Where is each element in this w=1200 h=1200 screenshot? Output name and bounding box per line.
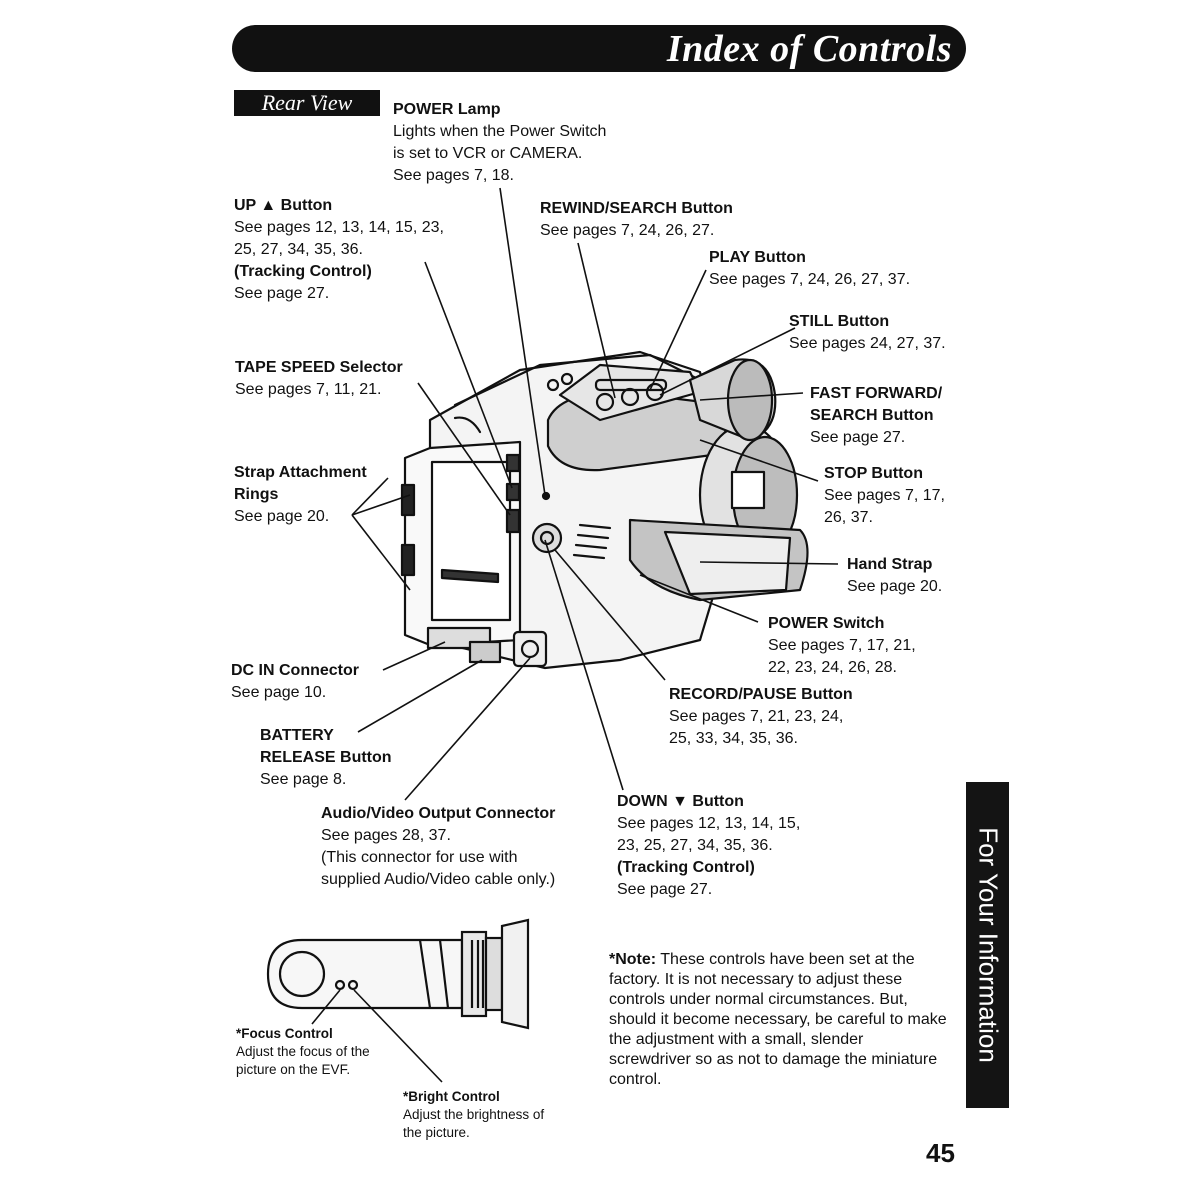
callout-down-button: DOWN ▼ Button See pages 12, 13, 14, 15, … — [617, 793, 801, 898]
callout-bright-control: *Bright Control Adjust the brightness of… — [403, 1089, 545, 1140]
page-number: 45 — [926, 1138, 955, 1168]
note-text: These controls have been set at the fact… — [609, 951, 947, 1088]
note-label: *Note: — [609, 951, 657, 968]
callout-stop-button: STOP Button See pages 7, 17, 26, 37. — [824, 465, 945, 526]
callout-up-button: UP ▲ Button See pages 12, 13, 14, 15, 23… — [234, 197, 444, 302]
side-tab-label: For Your Information — [973, 827, 1004, 1063]
callout-power-lamp: POWER Lamp Lights when the Power Switch … — [393, 101, 607, 184]
callout-av-output: Audio/Video Output Connector See pages 2… — [321, 805, 556, 888]
viewfinder-illustration — [266, 918, 530, 1030]
note-paragraph: *Note: These controls have been set at t… — [609, 950, 949, 1090]
callout-play-button: PLAY Button See pages 7, 24, 26, 27, 37. — [709, 249, 911, 288]
callout-fast-forward: FAST FORWARD/ SEARCH Button See page 27. — [810, 385, 943, 446]
callout-hand-strap: Hand Strap See page 20. — [847, 556, 943, 595]
callout-tape-speed: TAPE SPEED Selector See pages 7, 11, 21. — [235, 359, 403, 398]
section-label-rear-view: Rear View — [234, 90, 380, 116]
callout-dc-in: DC IN Connector See page 10. — [231, 662, 359, 701]
side-tab — [966, 782, 1009, 1108]
page-title: Index of Controls — [666, 28, 952, 70]
callout-strap-rings: Strap Attachment Rings See page 20. — [234, 464, 367, 525]
callout-battery-release: BATTERY RELEASE Button See page 8. — [260, 727, 392, 788]
callout-power-switch: POWER Switch See pages 7, 17, 21, 22, 23… — [768, 615, 916, 676]
callout-rewind-search: REWIND/SEARCH Button See pages 7, 24, 26… — [540, 200, 733, 239]
callout-focus-control: *Focus Control Adjust the focus of the p… — [236, 1026, 370, 1077]
callout-still-button: STILL Button See pages 24, 27, 37. — [789, 313, 946, 352]
callout-record-pause: RECORD/PAUSE Button See pages 7, 21, 23,… — [669, 686, 853, 747]
header-bar: Index of Controls — [232, 25, 966, 72]
